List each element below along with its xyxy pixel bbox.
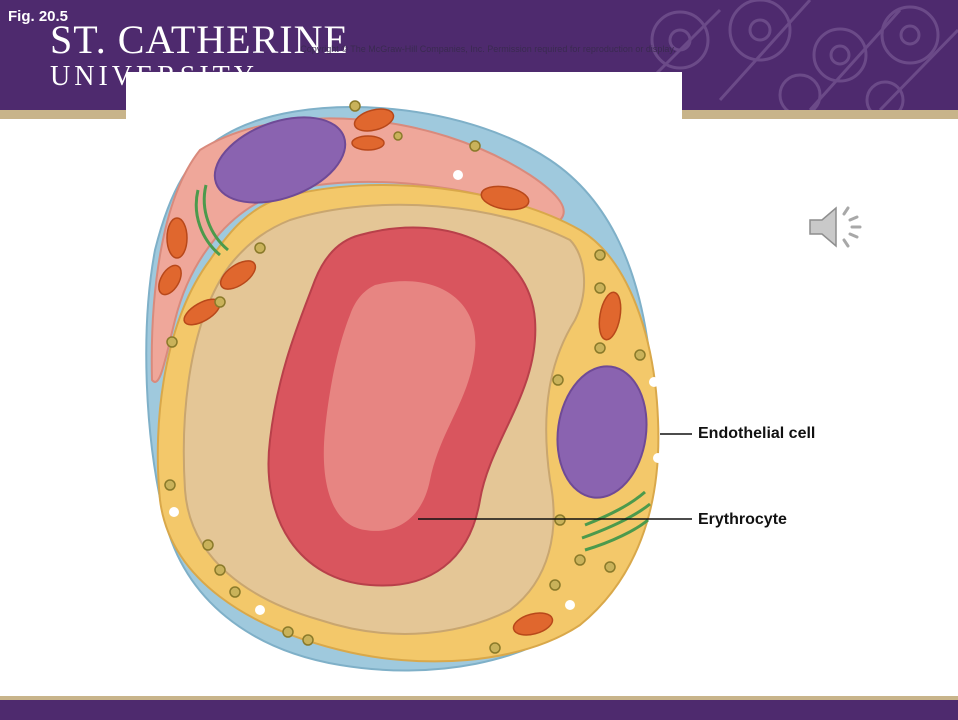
vesicle (167, 337, 177, 347)
vesicle (165, 480, 175, 490)
endothelial-cell-label: Endothelial cell (698, 424, 818, 444)
vesicle (605, 562, 615, 572)
vesicle (635, 350, 645, 360)
caveola (653, 453, 663, 463)
speaker-icon[interactable] (806, 200, 872, 254)
caveola (255, 605, 265, 615)
erythrocyte-label: Erythrocyte (698, 510, 787, 530)
vesicle (470, 141, 480, 151)
vesicle (350, 101, 360, 111)
capillary-cross-section-illustration (130, 80, 690, 680)
vesicle (555, 515, 565, 525)
caveola (169, 507, 179, 517)
copyright-notice: Copyright © The McGraw-Hill Companies, I… (258, 44, 718, 55)
caveola (565, 600, 575, 610)
vesicle (575, 555, 585, 565)
vesicle (230, 587, 240, 597)
mitochondrion (352, 136, 384, 150)
vesicle (595, 343, 605, 353)
vesicle (595, 283, 605, 293)
vesicle (490, 643, 500, 653)
vesicle (215, 297, 225, 307)
vesicle (255, 243, 265, 253)
mitochondrion (167, 218, 187, 258)
vesicle (553, 375, 563, 385)
vesicle (550, 580, 560, 590)
caveola (649, 377, 659, 387)
caveola (453, 170, 463, 180)
footer-banner (0, 700, 958, 720)
vesicle (203, 540, 213, 550)
vesicle (394, 132, 402, 140)
vesicle (215, 565, 225, 575)
logo-line1: ST. CATHERINE (50, 18, 349, 62)
vesicle (283, 627, 293, 637)
figure-number: Fig. 20.5 (8, 8, 68, 25)
vesicle (595, 250, 605, 260)
vesicle (303, 635, 313, 645)
